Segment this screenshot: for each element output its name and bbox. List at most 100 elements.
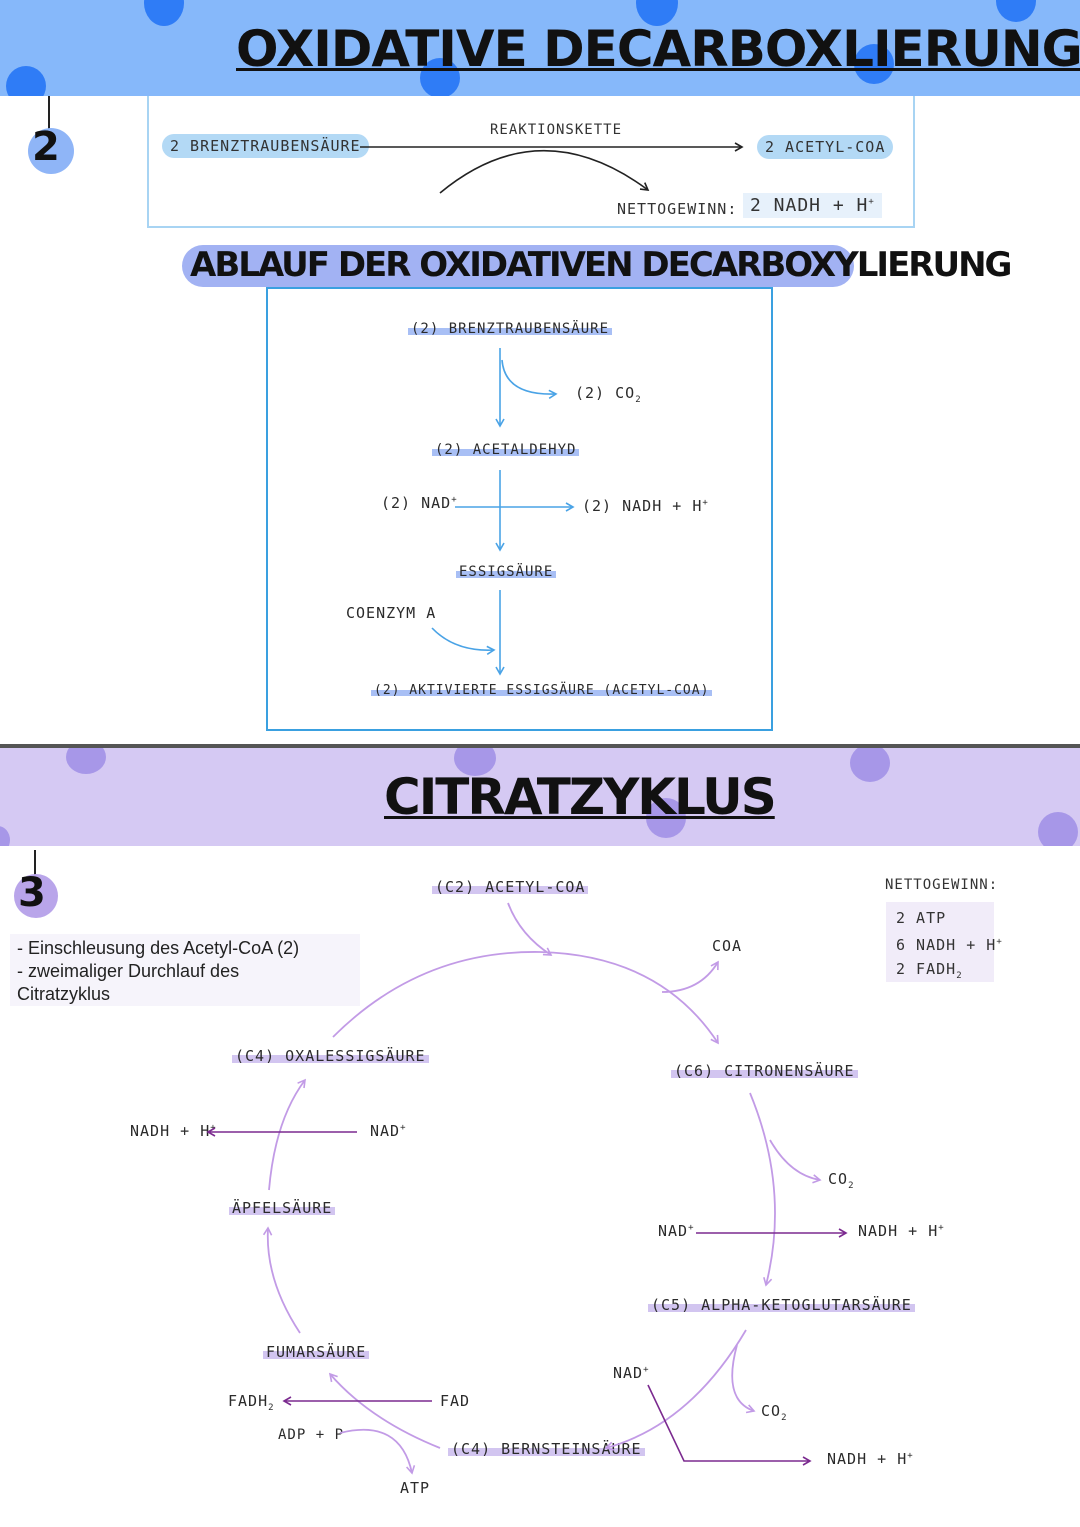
- overview-left: 2 BRENZTRAUBENSÄURE: [162, 134, 369, 158]
- cycle-arrow: [339, 1428, 416, 1475]
- cycle-arrow: [749, 1092, 776, 1287]
- step-acetaldehyde: (2) ACETALDEHYD: [432, 442, 580, 458]
- note-line: - zweimaliger Durchlauf des: [17, 961, 240, 981]
- net-value-text: 2 NADH + H: [750, 195, 869, 216]
- cycle-fad: FAD: [440, 1392, 471, 1410]
- step-nadh-text: (2) NADH + H: [582, 497, 703, 515]
- subtitle-ablauf: ABLAUF DER OXIDATIVEN DECARBOXYLIERUNG: [190, 245, 1012, 285]
- decor-dot: [454, 748, 496, 776]
- cycle-co2-b: CO2: [761, 1402, 787, 1423]
- page-title-citrate: CITRATZYKLUS: [384, 768, 777, 826]
- cycle-arrow: [604, 1329, 747, 1451]
- cycle-net-label: NETTOGEWINN:: [885, 877, 999, 893]
- cycle-arrow: [661, 960, 719, 993]
- decor-dot: [1038, 812, 1078, 846]
- cycle-nadh-c-text: NADH + H: [130, 1122, 211, 1140]
- page-title-oxidative: OXIDATIVE DECARBOXLIERUNG: [236, 20, 1080, 78]
- step-nad: (2) NAD+: [381, 494, 458, 512]
- cycle-ketoglutaric: (C5) ALPHA-KETOGLUTARSÄURE: [648, 1296, 915, 1314]
- section-badge-circle: [14, 874, 58, 918]
- cycle-nadh-b-sup: +: [907, 1451, 914, 1461]
- section-divider: [0, 744, 1080, 748]
- subtitle-pill: [182, 245, 854, 287]
- decor-dot: [996, 0, 1036, 22]
- section-number: 3: [18, 870, 46, 916]
- cycle-malic: ÄPFELSÄURE: [229, 1199, 336, 1217]
- cycle-arc: [332, 951, 719, 1045]
- cycle-nad-a-sup: +: [688, 1223, 695, 1233]
- step-acetic: ESSIGSÄURE: [456, 564, 557, 580]
- net-fadh: 2 FADH2: [896, 957, 984, 988]
- cycle-nad-c: NAD+: [370, 1122, 407, 1140]
- cycle-nadh-b-text: NADH + H: [827, 1450, 908, 1468]
- note-line: - Einschleusung des Acetyl-CoA (2): [17, 938, 300, 958]
- net-fadh-text: 2 FADH: [896, 960, 957, 978]
- cycle-arrow: [328, 1372, 441, 1449]
- net-nadh: 6 NADH + H+: [896, 930, 1002, 957]
- cycle-adp: ADP + P: [278, 1427, 345, 1443]
- step-coenzyme: COENZYM A: [346, 604, 437, 622]
- cycle-fadh: FADH2: [228, 1392, 275, 1413]
- cycle-nadh-a: NADH + H+: [858, 1222, 945, 1240]
- step-nadh-sup: +: [702, 498, 709, 508]
- flow-box: [266, 287, 773, 731]
- note-line: Citratzyklus: [17, 984, 111, 1004]
- header-band-blue: [0, 0, 1080, 96]
- cycle-arrow: [769, 1139, 822, 1184]
- net-nadh-sup: +: [996, 937, 1003, 947]
- cycle-co2-a-sub: 2: [848, 1181, 855, 1191]
- net-fadh-sub: 2: [956, 971, 963, 981]
- cycle-co2-a-text: CO: [828, 1170, 849, 1188]
- step-nad-text: (2) NAD: [381, 494, 452, 512]
- step-pyruvate: (2) BRENZTRAUBENSÄURE: [408, 321, 613, 337]
- step-nad-sup: +: [451, 495, 458, 505]
- cycle-nadh-b: NADH + H+: [827, 1450, 914, 1468]
- overview-arrow-label: REAKTIONSKETTE: [490, 122, 623, 138]
- flow-arrow: [431, 627, 496, 656]
- cycle-fumaric: FUMARSÄURE: [263, 1343, 370, 1361]
- flow-arrow: [501, 359, 558, 399]
- cycle-nad-b-sup: +: [643, 1365, 650, 1375]
- decor-dot: [646, 798, 686, 838]
- decor-dot: [0, 826, 10, 846]
- overview-right: 2 ACETYL-COA: [757, 135, 894, 159]
- cycle-arrow: [268, 1078, 306, 1191]
- overview-curve-arrow: [439, 149, 650, 194]
- cycle-nad-b: NAD+: [613, 1364, 650, 1382]
- net-value-sup: +: [868, 197, 875, 207]
- net-atp: 2 ATP: [896, 909, 947, 927]
- cycle-co2-b-text: CO: [761, 1402, 782, 1420]
- cycle-arrow: [507, 902, 553, 956]
- overview-box: [147, 96, 915, 228]
- cycle-nad-a-text: NAD: [658, 1222, 689, 1240]
- step-co2-sub: 2: [635, 395, 642, 405]
- step-co2: (2) CO2: [575, 384, 642, 405]
- cycle-nadh-a-sup: +: [938, 1223, 945, 1233]
- cycle-fadh-sub: 2: [268, 1403, 275, 1413]
- cycle-fadh-text: FADH: [228, 1392, 269, 1410]
- cycle-arrow: [262, 1226, 301, 1334]
- step-co2-text: (2) CO: [575, 384, 636, 402]
- step-nadh: (2) NADH + H+: [582, 497, 709, 515]
- header-band-purple: [0, 748, 1080, 846]
- cycle-nad-c-text: NAD: [370, 1122, 401, 1140]
- cycle-nadh-a-text: NADH + H: [858, 1222, 939, 1240]
- decor-dot: [66, 748, 106, 774]
- cycle-co2-a: CO2: [828, 1170, 854, 1191]
- cycle-redox-arrow: [647, 1384, 812, 1466]
- cycle-net-box: 2 ATP 6 NADH + H+ 2 FADH2: [886, 902, 1002, 982]
- net-value: 2 NADH + H+: [743, 193, 882, 218]
- cycle-acetyl: (C2) ACETYL-COA: [432, 878, 589, 896]
- net-label: NETTOGEWINN:: [617, 200, 738, 218]
- decor-dot: [850, 748, 890, 782]
- cycle-nad-b-text: NAD: [613, 1364, 644, 1382]
- section-number: 2: [32, 124, 60, 170]
- notes-box: - Einschleusung des Acetyl-CoA (2) - zwe…: [10, 934, 360, 1006]
- section-badge-circle: [28, 128, 74, 174]
- cycle-co2-b-sub: 2: [781, 1413, 788, 1423]
- cycle-oxaloacetic: (C4) OXALESSIGSÄURE: [232, 1047, 429, 1065]
- section-badge: [48, 96, 50, 130]
- cycle-citric: (C6) CITRONENSÄURE: [671, 1062, 858, 1080]
- decor-dot: [420, 58, 460, 96]
